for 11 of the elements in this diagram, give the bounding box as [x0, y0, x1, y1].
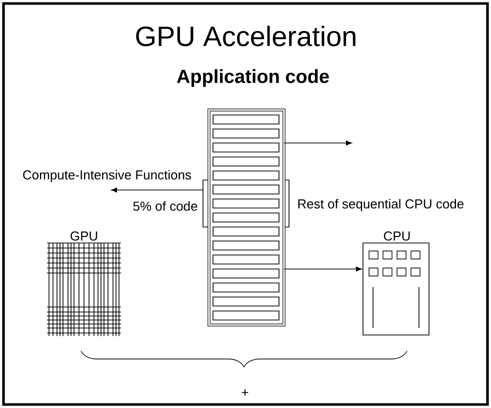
- chip-heading: CPU: [384, 231, 410, 241]
- plus-sign: +: [242, 389, 248, 396]
- annotation: 5% of code: [133, 201, 198, 211]
- arrow: [284, 140, 352, 146]
- annotation: Rest of sequential CPU code: [298, 198, 464, 212]
- arrow: [111, 188, 204, 192]
- stack-heading: Application code: [176, 69, 329, 87]
- edge-label: Compute-Intensive Functions: [21, 168, 193, 184]
- title: GPU Acceleration: [136, 26, 356, 46]
- arrow: [284, 266, 362, 272]
- chip-heading: GPU: [70, 231, 98, 241]
